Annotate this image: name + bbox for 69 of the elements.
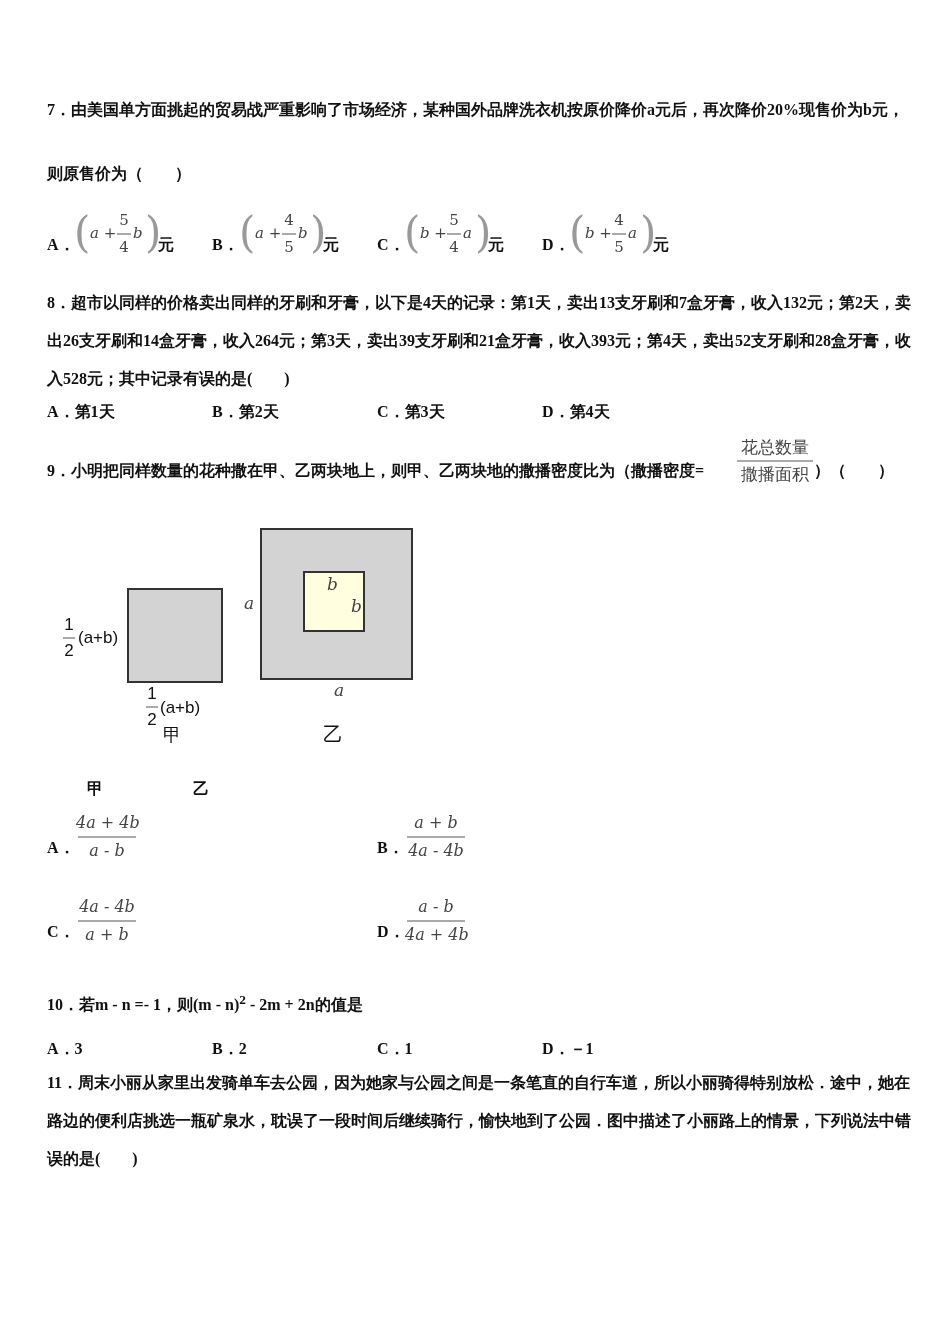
denominator: 4a - 4b: [407, 841, 465, 861]
figure-caption: 甲: [163, 725, 181, 745]
denominator: a - b: [88, 841, 126, 861]
parenthesis: (: [404, 208, 421, 258]
inner-square: [303, 571, 365, 632]
square-plot: [127, 588, 223, 683]
parenthesis: (: [74, 208, 91, 258]
math-expression: a: [463, 223, 472, 243]
math-expression: b +: [420, 223, 447, 243]
dimension-label: a: [244, 593, 255, 613]
option-text: A．第1天: [47, 402, 115, 422]
math-expression: a +: [90, 223, 117, 243]
figure-caption: 乙: [193, 779, 209, 799]
numerator: a + b: [413, 813, 459, 833]
option-letter: C．: [377, 235, 405, 255]
question-text: 7．由美国单方面挑起的贸易战严重影响了市场经济，某种国外品牌洗衣机按原价降价a元后，再次降价20%现售价为b元，则原售价为（ ）: [47, 100, 905, 184]
numerator: 4: [613, 210, 625, 230]
numerator: 4a - 4b: [78, 897, 136, 917]
denominator: 5: [283, 237, 295, 257]
numerator: 花总数量: [740, 437, 810, 457]
dimension-label: (a+b): [78, 628, 119, 648]
option-text: D．－1: [542, 1039, 594, 1059]
denominator: 5: [613, 237, 625, 257]
denominator: 撒播面积: [740, 464, 810, 484]
option-text: B．2: [212, 1039, 247, 1059]
denominator: 4: [118, 237, 130, 257]
figure-caption: 乙: [323, 724, 343, 744]
option-text: C．1: [377, 1039, 413, 1059]
math-expression: b +: [585, 223, 612, 243]
numerator: 5: [118, 210, 130, 230]
math-expression: a +: [255, 224, 282, 242]
option-letter: B．: [212, 235, 239, 255]
square-plot: [260, 528, 413, 680]
question-text: 8．超市以同样的价格卖出同样的牙刷和牙膏，以下是4天的记录：第1天，卖出13支牙刷和7盒牙膏，收入132元；第2天，卖出26支牙刷和14盒牙膏，收入264元；第3天，卖出39支牙刷和21盒牙膏，收入393元；第4天，卖出52支牙刷和28盒牙膏，收入528元；其中记录有误的是( ): [47, 293, 912, 390]
dimension-label: a: [334, 680, 345, 700]
numerator: 4: [283, 210, 295, 230]
parenthesis: (: [569, 208, 586, 258]
option-letter: D．: [377, 922, 405, 942]
dimension-label: (a+b): [160, 698, 201, 718]
question-text: 11．周末小丽从家里出发骑单车去公园，因为她家与公园之间是一条笔直的自行车道，所以小丽骑得特别放松．途中，她在路边的便利店挑选一瓶矿泉水，耽误了一段时间后继续骑行，愉快地到了公园．图中描述了小丽路上的情景，下列说法中错误的是( ): [47, 1073, 912, 1170]
denominator: 4a + 4b: [405, 925, 467, 945]
math-expression: b: [133, 223, 143, 243]
numerator: 4a + 4b: [76, 813, 138, 833]
option-letter: B．: [377, 838, 404, 858]
math-expression: b: [298, 223, 308, 243]
dimension-label: b: [327, 574, 338, 594]
parenthesis: (: [239, 208, 256, 258]
option-letter: C．: [47, 922, 75, 942]
option-text: C．第3天: [377, 402, 445, 422]
numerator: 5: [448, 210, 460, 230]
option-letter: A．: [47, 235, 75, 255]
dimension-label: b: [351, 596, 362, 616]
option-letter: A．: [47, 838, 75, 858]
option-text: A．3: [47, 1039, 83, 1059]
question-text: 10．若m - n =- 1，则(m - n)$^{2}$ - 2m + 2n的值是: [47, 991, 363, 1016]
denominator: a + b: [84, 925, 130, 945]
question-text: ）（ ）: [814, 461, 894, 481]
option-letter: D．: [542, 235, 570, 255]
numerator: 1: [63, 615, 75, 635]
option-text: D．第4天: [542, 402, 610, 422]
numerator: a - b: [417, 897, 455, 917]
denominator: 2: [146, 710, 158, 730]
math-expression: a: [628, 223, 637, 243]
option-text: B．第2天: [212, 402, 279, 422]
denominator: 4: [448, 237, 460, 257]
figure-caption: 甲: [87, 779, 103, 799]
question-text: 9．小明把同样数量的花种撒在甲、乙两块地上，则甲、乙两块地的撒播密度比为（撒播密度=: [47, 461, 705, 481]
numerator: 1: [146, 684, 158, 704]
denominator: 2: [63, 641, 75, 661]
